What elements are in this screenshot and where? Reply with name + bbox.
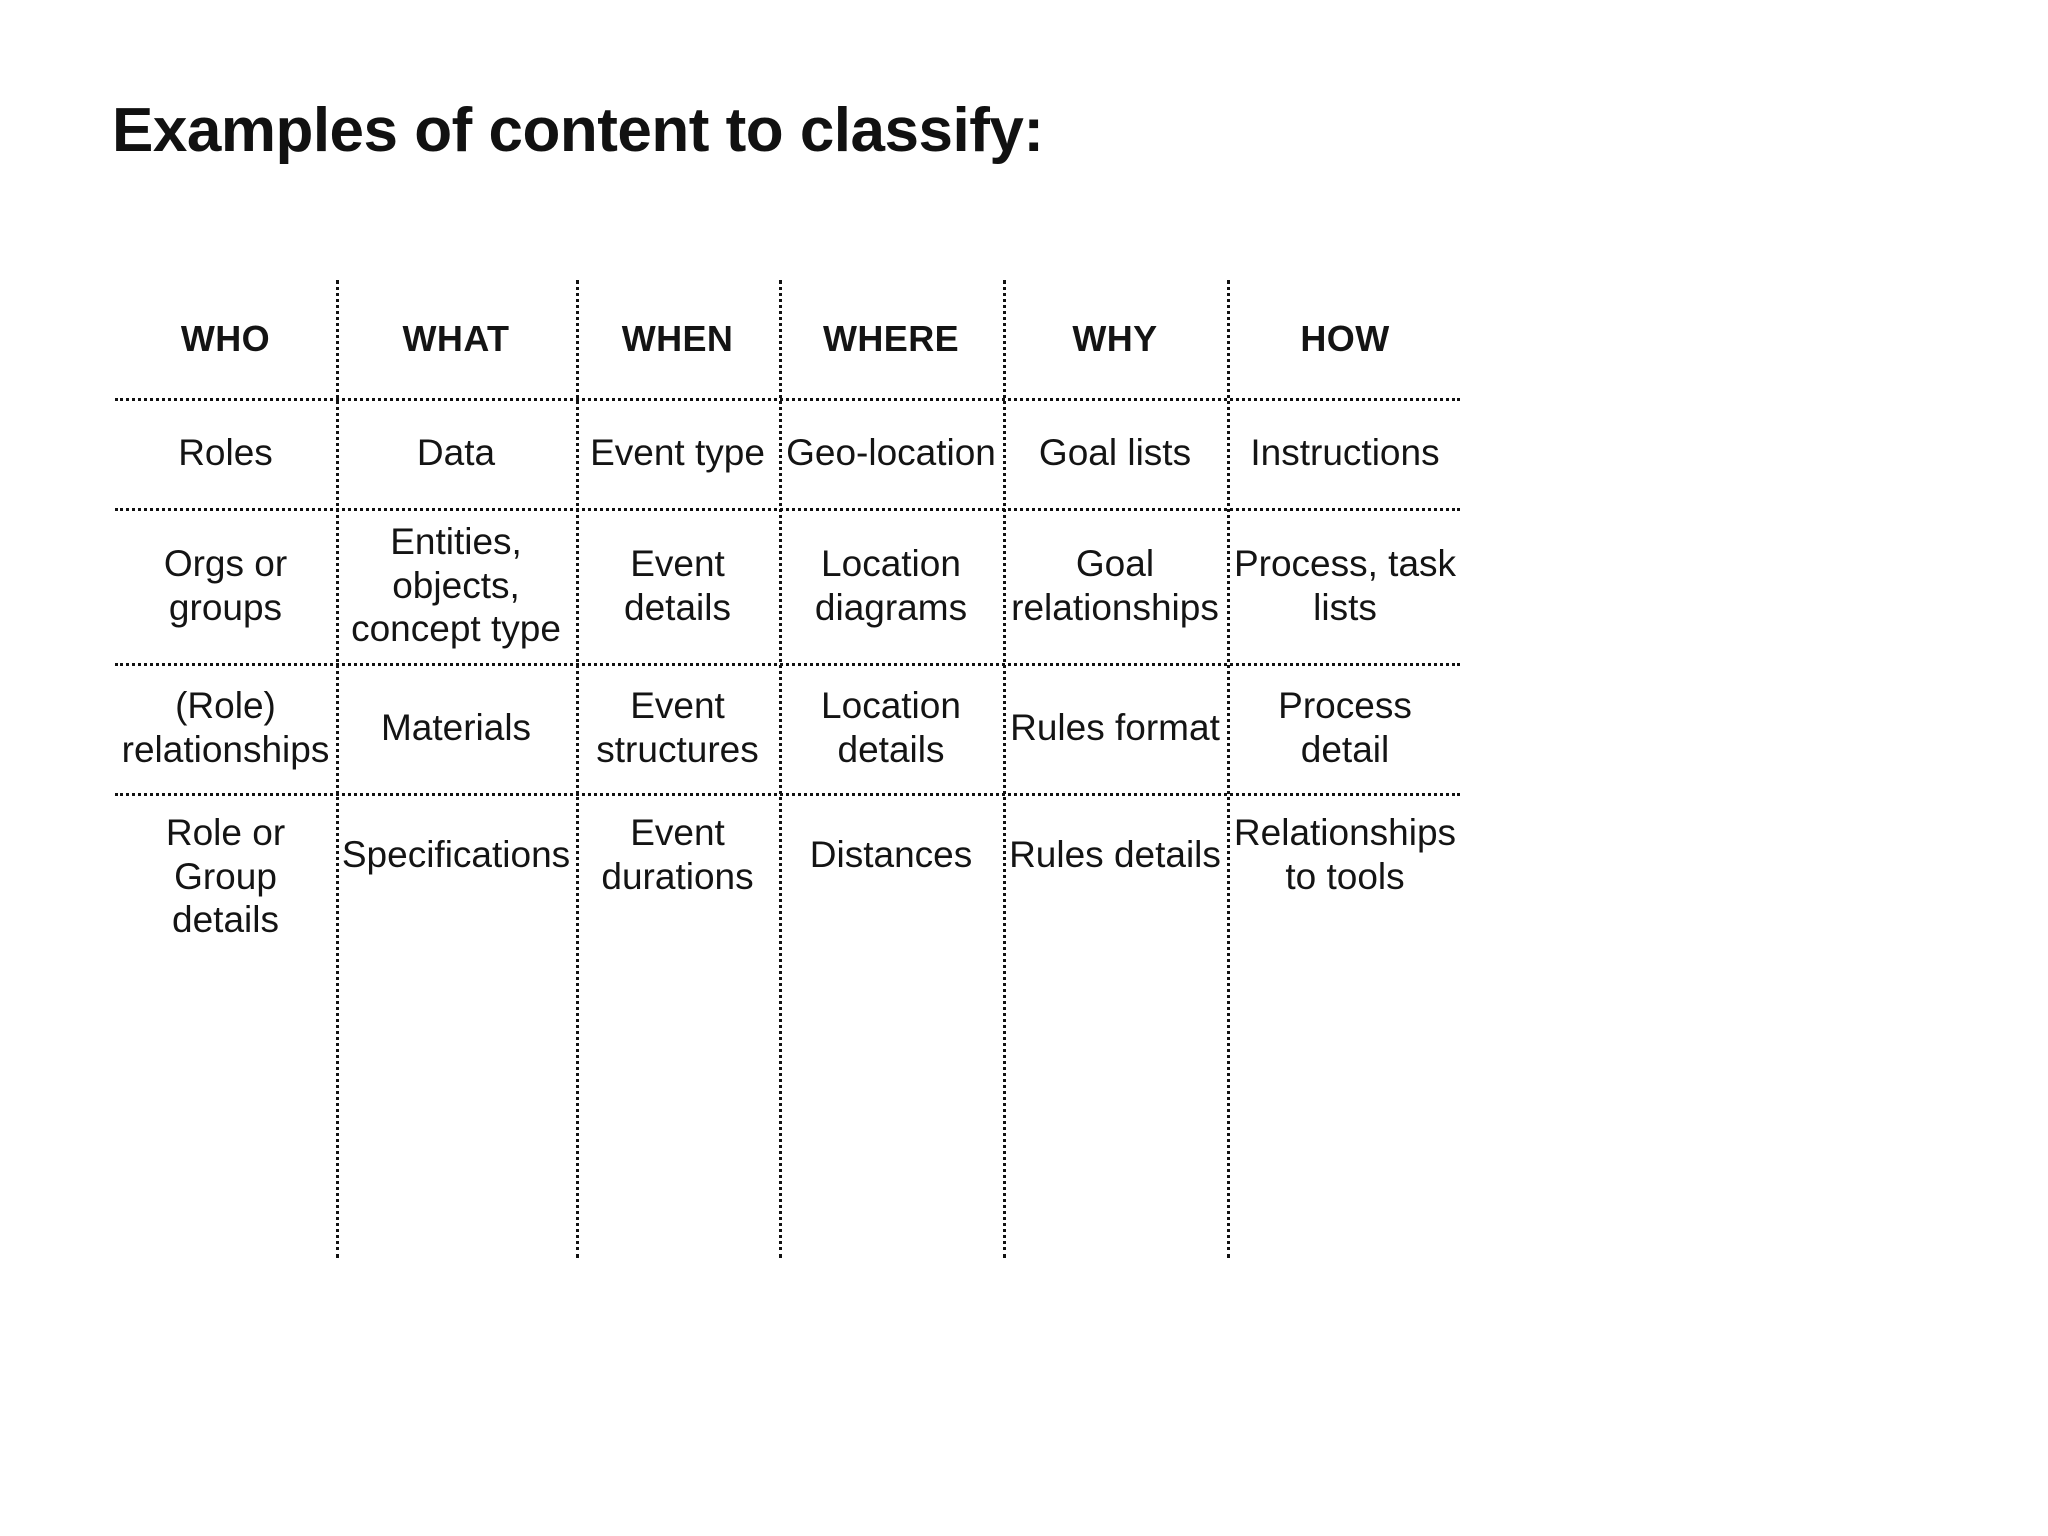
column-header-where: WHERE bbox=[823, 317, 959, 359]
table-cell: Materials bbox=[380, 707, 532, 749]
table-cell-empty bbox=[779, 973, 1003, 1258]
table-cell: Rules format bbox=[1010, 707, 1220, 749]
table-cell: Role or Group details bbox=[165, 812, 286, 941]
table-cells: WHO WHAT WHEN WHERE WHY HOW Roles Data E… bbox=[115, 280, 1463, 1260]
column-header-when: WHEN bbox=[621, 317, 734, 359]
table-cell-empty bbox=[115, 973, 336, 1258]
column-header-how: HOW bbox=[1300, 317, 1390, 359]
page-title: Examples of content to classify: bbox=[112, 96, 1044, 165]
table-cell-empty bbox=[336, 973, 576, 1258]
table-cell: Specifications bbox=[341, 834, 571, 875]
column-header-why: WHY bbox=[1072, 317, 1158, 359]
table-cell: Location diagrams bbox=[814, 542, 968, 628]
table-cell: Roles bbox=[178, 432, 273, 474]
table-cell: Event structures bbox=[596, 685, 759, 770]
table-cell: Process, task lists bbox=[1233, 542, 1457, 628]
table-cell: Goal lists bbox=[1038, 432, 1192, 474]
table-cell-empty bbox=[1227, 973, 1463, 1258]
table-cell: Instructions bbox=[1250, 432, 1440, 474]
table-cell: Location details bbox=[821, 685, 961, 770]
table-cell: Entities, objects, concept type bbox=[351, 521, 561, 650]
table-cell: Orgs or groups bbox=[163, 542, 288, 628]
table-cell: Rules details bbox=[1009, 834, 1221, 875]
table-cell: Event type bbox=[590, 432, 765, 474]
table-cell: (Role) relationships bbox=[121, 685, 330, 770]
table-cell: Process detail bbox=[1278, 685, 1412, 770]
table-cell: Event details bbox=[624, 542, 731, 628]
table-cell: Relationships to tools bbox=[1233, 812, 1457, 897]
table-cell: Goal relationships bbox=[1011, 542, 1219, 628]
table-cell: Data bbox=[416, 432, 496, 474]
column-header-what: WHAT bbox=[402, 317, 510, 359]
column-header-who: WHO bbox=[180, 317, 271, 359]
table-cell: Event durations bbox=[601, 812, 754, 897]
table-cell: Geo-location bbox=[786, 432, 996, 474]
table-cell: Distances bbox=[809, 834, 973, 875]
classification-table: WHO WHAT WHEN WHERE WHY HOW Roles Data E… bbox=[115, 280, 1463, 1260]
table-cell-empty bbox=[576, 973, 779, 1258]
table-cell-empty bbox=[1003, 973, 1227, 1258]
